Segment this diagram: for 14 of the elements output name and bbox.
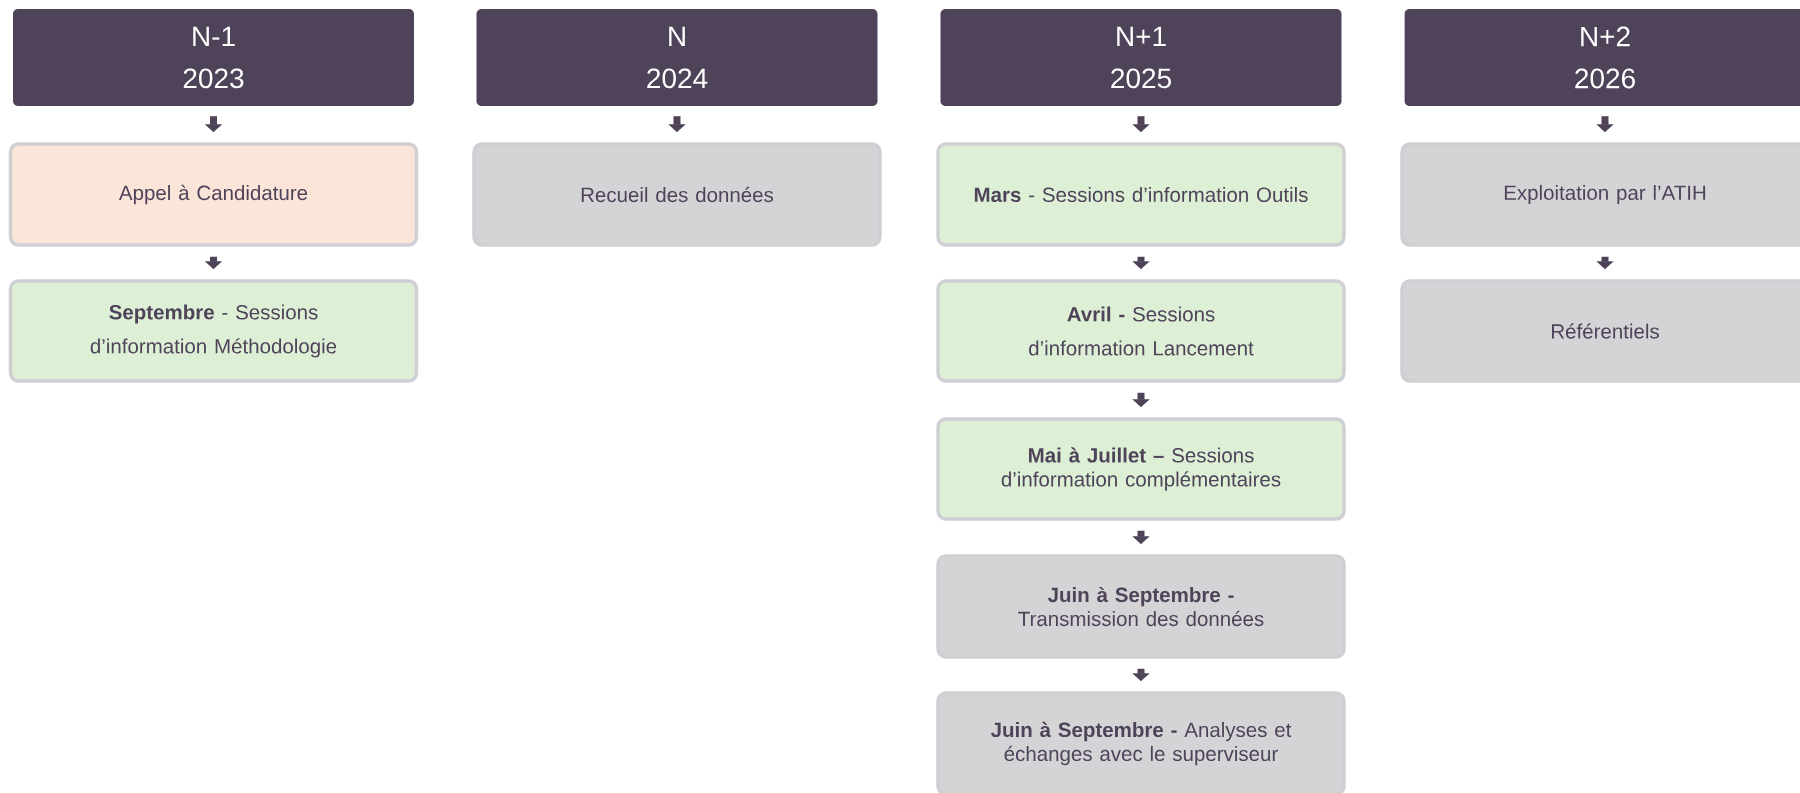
year-header: N+1 2025: [940, 9, 1342, 106]
year-header: N 2024: [476, 9, 878, 106]
step-box: Recueil des données: [472, 142, 882, 247]
step-box: Mars - Sessions d’information Outils: [936, 142, 1346, 247]
year-header: N+2 2026: [1404, 9, 1800, 106]
year-header: N-1 2023: [13, 9, 414, 106]
step-box: Avril - Sessions d’information Lancement: [936, 279, 1346, 383]
step-box: Exploitation par l’ATIH: [1400, 142, 1800, 247]
step-box: Juin à Septembre - Analyses et échanges avec le superviseur: [936, 691, 1346, 793]
step-box: Mai à Juillet – Sessions d’information complémentaires: [936, 417, 1346, 521]
step-box: Juin à Septembre - Transmission des données: [936, 554, 1346, 659]
step-box: Référentiels: [1400, 279, 1800, 383]
step-box: Septembre - Sessions d’information Méthodologie: [8, 279, 419, 383]
step-box: Appel à Candidature: [8, 142, 419, 247]
